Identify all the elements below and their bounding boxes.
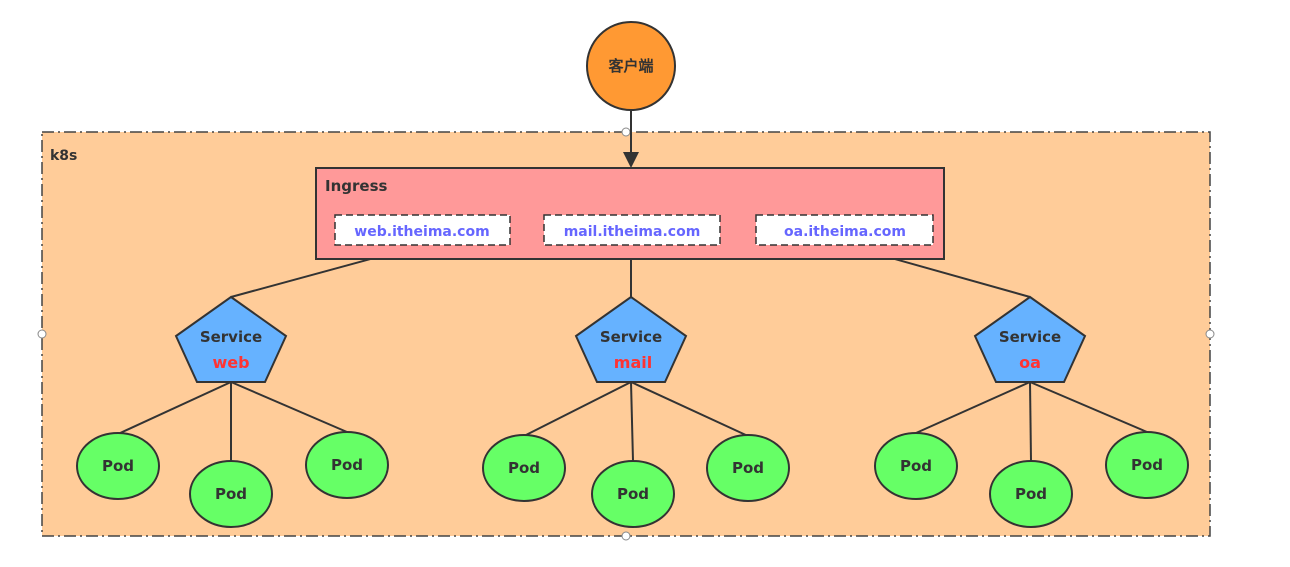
pod-oa-3: Pod <box>1105 431 1189 499</box>
ingress-host-web-text: web.itheima.com <box>354 224 489 240</box>
ingress-label: Ingress <box>325 177 387 195</box>
pod-mail-2-shape <box>591 460 675 528</box>
edge-oa-pod1 <box>915 381 1031 434</box>
pod-oa-3-shape <box>1105 431 1189 499</box>
pod-mail-3: Pod <box>706 434 790 502</box>
service-mail-pentagon <box>574 295 688 383</box>
pod-web-1-shape <box>76 432 160 500</box>
pod-web-2: Pod <box>189 460 273 528</box>
pod-oa-2-label: Pod <box>1015 485 1047 503</box>
ingress-host-mail-text: mail.itheima.com <box>564 224 701 240</box>
edge-web-pod3 <box>230 381 348 433</box>
service-web-pentagon <box>174 295 288 383</box>
pod-web-3-shape <box>305 431 389 499</box>
pod-oa-2: Pod <box>989 460 1073 528</box>
client-label: 客户端 <box>607 57 653 75</box>
service-oa-pentagon <box>973 295 1087 383</box>
edge-oa-pod3 <box>1029 381 1148 433</box>
pod-mail-1-shape <box>482 434 566 502</box>
pod-mail-3-shape <box>706 434 790 502</box>
pod-web-1: Pod <box>76 432 160 500</box>
edge-mail-pod2 <box>630 381 634 462</box>
ingress-host-web: web.itheima.com <box>334 214 511 246</box>
pod-oa-3-label: Pod <box>1131 456 1163 474</box>
service-oa-name: oa <box>1019 353 1041 372</box>
ingress-host-mail: mail.itheima.com <box>543 214 721 246</box>
service-oa: Service oa <box>973 295 1087 383</box>
pod-mail-1-label: Pod <box>508 459 540 477</box>
pod-oa-1-shape <box>874 432 958 500</box>
pod-mail-3-label: Pod <box>732 459 764 477</box>
pod-mail-1: Pod <box>482 434 566 502</box>
pod-oa-2-shape <box>989 460 1073 528</box>
service-mail-name: mail <box>614 353 652 372</box>
boundary-handle-bottom <box>621 531 631 541</box>
boundary-handle-right <box>1205 329 1215 339</box>
service-mail: Service mail <box>574 295 688 383</box>
boundary-handle-left <box>37 329 47 339</box>
service-web: Service web <box>174 295 288 383</box>
edge-web-pod1 <box>117 381 232 435</box>
pod-web-3-label: Pod <box>331 456 363 474</box>
boundary-handle-top <box>621 127 631 137</box>
pod-web-2-label: Pod <box>215 485 247 503</box>
pod-oa-1: Pod <box>874 432 958 500</box>
ingress-host-oa-text: oa.itheima.com <box>784 224 906 240</box>
ingress-host-oa: oa.itheima.com <box>755 214 934 246</box>
k8s-cluster-label: k8s <box>50 148 77 164</box>
ingress-host-web-box <box>334 214 511 246</box>
edge-mail-pod3 <box>630 381 749 437</box>
pod-mail-2: Pod <box>591 460 675 528</box>
pod-web-3: Pod <box>305 431 389 499</box>
pod-web-2-shape <box>189 460 273 528</box>
pod-oa-1-label: Pod <box>900 457 932 475</box>
pod-web-1-label: Pod <box>102 457 134 475</box>
pod-mail-2-label: Pod <box>617 485 649 503</box>
ingress-host-oa-box <box>755 214 934 246</box>
client-node <box>586 21 676 111</box>
service-oa-title: Service <box>999 328 1061 346</box>
edge-mail-pod1 <box>523 381 632 437</box>
service-web-title: Service <box>200 328 262 346</box>
service-web-name: web <box>212 353 249 372</box>
client-to-ingress-arrowhead <box>623 152 639 168</box>
edge-oa-pod2 <box>1029 381 1032 462</box>
service-mail-title: Service <box>600 328 662 346</box>
ingress-host-mail-box <box>543 214 721 246</box>
